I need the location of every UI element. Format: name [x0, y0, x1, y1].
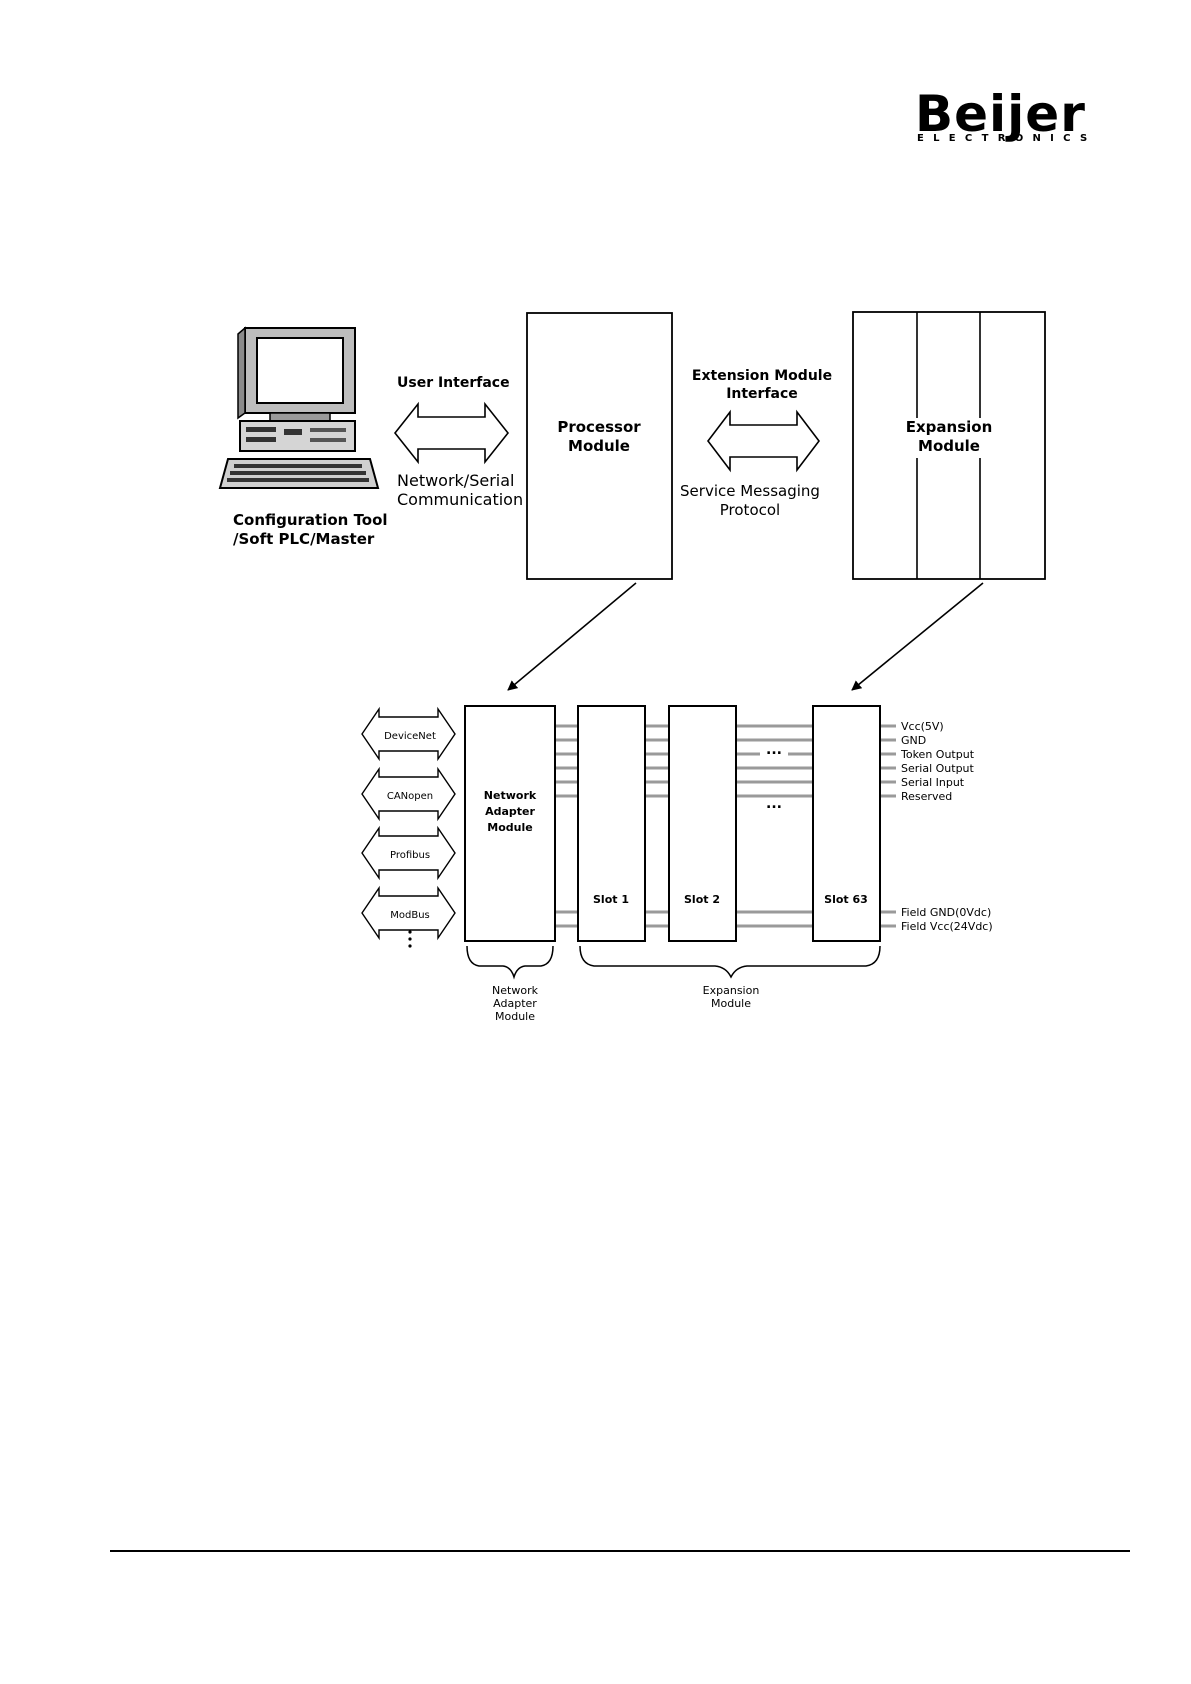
- signal-reserved-label: Reserved: [901, 790, 952, 803]
- footer-rule: [110, 1550, 1130, 1552]
- expansion-module-label-2: Module: [918, 437, 980, 455]
- slot-63-block: [812, 705, 881, 942]
- expansion-module-brace: [579, 945, 881, 979]
- slot-2-label: Slot 2: [684, 893, 720, 906]
- extension-interface-label-1: Extension Module: [692, 368, 832, 384]
- slot-63-label: Slot 63: [824, 893, 868, 906]
- signal-token-output-label: Token Output: [900, 748, 975, 761]
- processor-to-adapter-arrow: [507, 582, 637, 691]
- network-serial-label-1: Network/Serial: [397, 471, 514, 490]
- user-interface-label: User Interface: [397, 375, 510, 391]
- fieldbus-canopen-label: CANopen: [387, 791, 433, 802]
- slot-1-block: [577, 705, 646, 942]
- more-fieldbuses-dots: [408, 930, 412, 948]
- slot-2-block: [668, 705, 737, 942]
- fieldbus-devicenet-label: DeviceNet: [384, 731, 436, 742]
- fieldbus-modbus-label: ModBus: [390, 910, 430, 921]
- service-messaging-label-2: Protocol: [720, 501, 780, 519]
- network-serial-label-2: Communication: [397, 490, 523, 509]
- brace-expansion-label-2: Module: [711, 997, 751, 1010]
- devicenet-arrow: [361, 706, 456, 762]
- modbus-arrow: [361, 885, 456, 941]
- network-adapter-block-label-2: Adapter: [485, 805, 535, 818]
- signal-gnd-label: GND: [901, 734, 926, 747]
- expansion-to-slots-arrow: [851, 582, 984, 691]
- processor-module-label-2: Module: [568, 437, 630, 455]
- brace-network-label-3: Module: [495, 1010, 535, 1023]
- pc-caption-line-1: Configuration Tool: [233, 511, 388, 529]
- slot-ellipsis-middle: ...: [766, 796, 782, 812]
- extension-interface-double-arrow: [706, 409, 821, 473]
- beijer-logo: Beijer ELECTRONICS: [915, 85, 1087, 150]
- signal-vcc-label: Vcc(5V): [901, 720, 944, 733]
- extension-interface-label-2: Interface: [726, 386, 798, 402]
- pc-caption-line-2: /Soft PLC/Master: [233, 530, 375, 548]
- profibus-arrow: [361, 825, 456, 881]
- network-adapter-brace: [466, 945, 554, 980]
- brace-expansion-label-1: Expansion: [703, 984, 760, 997]
- expansion-module-label-1: Expansion: [906, 418, 993, 436]
- slot-ellipsis-top: ...: [766, 742, 782, 758]
- network-adapter-block-label-1: Network: [484, 789, 537, 802]
- slot-1-label: Slot 1: [593, 893, 629, 906]
- brace-network-label-2: Adapter: [493, 997, 537, 1010]
- fieldbus-profibus-label: Profibus: [390, 850, 430, 861]
- processor-module-label-1: Processor: [557, 418, 641, 436]
- network-adapter-block-label-3: Module: [487, 821, 532, 834]
- brace-network-label-1: Network: [492, 984, 539, 997]
- logo-wordmark: Beijer: [915, 85, 1086, 143]
- signal-serial-input-label: Serial Input: [901, 776, 965, 789]
- fieldbus-arrows: [361, 706, 456, 941]
- computer-icon: [218, 326, 380, 489]
- service-messaging-label-1: Service Messaging: [680, 482, 820, 500]
- field-vcc-label: Field Vcc(24Vdc): [901, 920, 993, 933]
- field-gnd-label: Field GND(0Vdc): [901, 906, 991, 919]
- processor-module-box: [526, 312, 673, 580]
- signal-serial-output-label: Serial Output: [901, 762, 975, 775]
- user-interface-double-arrow: [393, 401, 510, 465]
- logo-tagline: ELECTRONICS: [917, 133, 1097, 144]
- canopen-arrow: [361, 766, 456, 822]
- network-adapter-block: [464, 705, 556, 942]
